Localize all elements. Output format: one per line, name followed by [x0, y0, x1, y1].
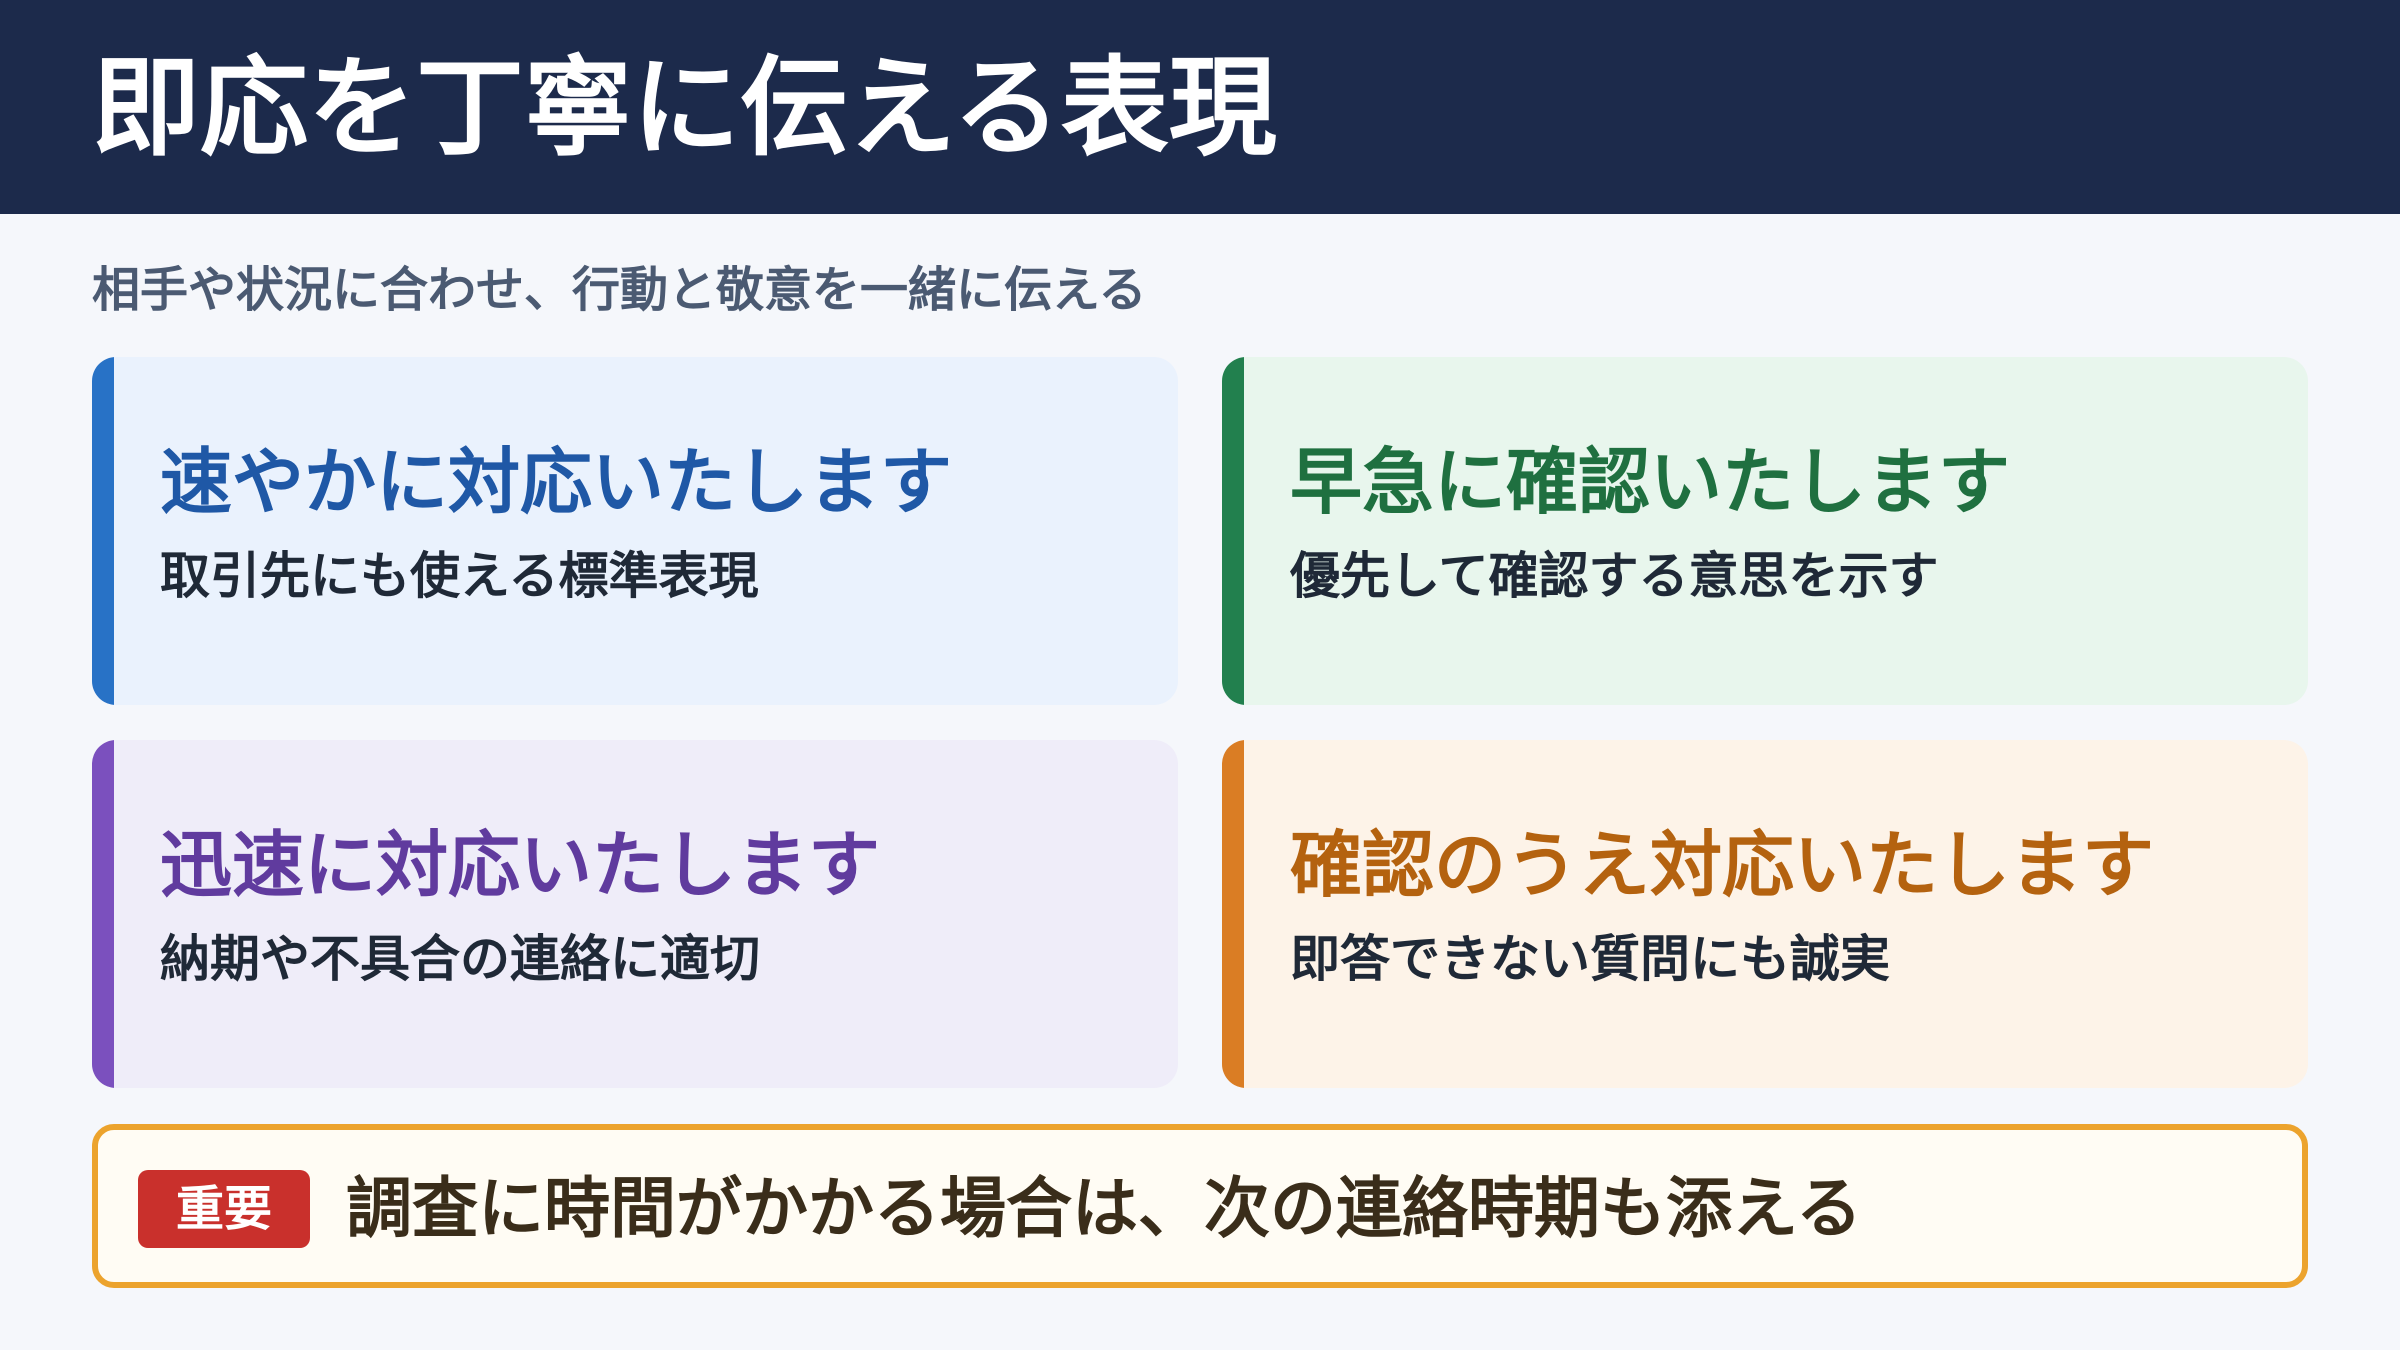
- card-accent-bar: [1222, 740, 1244, 1088]
- card-accent-bar: [92, 740, 114, 1088]
- important-badge: 重要: [138, 1170, 310, 1248]
- title-banner: 即応を丁寧に伝える表現: [0, 0, 2400, 214]
- card-accent-bar: [1222, 357, 1244, 705]
- card-description: 納期や不具合の連絡に適切: [160, 930, 760, 988]
- card-title: 確認のうえ対応いたします: [1290, 823, 2155, 907]
- card-description: 優先して確認する意思を示す: [1290, 547, 1939, 605]
- page-title: 即応を丁寧に伝える表現: [92, 46, 1277, 171]
- card-accent-bar: [92, 357, 114, 705]
- page-subtitle: 相手や状況に合わせ、行動と敬意を一緒に伝える: [92, 262, 1147, 318]
- notice-text: 調査に時間がかかる場合は、次の連絡時期も添える: [346, 1170, 1863, 1247]
- expression-card-3: 迅速に対応いたします 納期や不具合の連絡に適切: [92, 740, 1178, 1088]
- card-description: 即答できない質問にも誠実: [1290, 930, 1890, 988]
- card-title: 速やかに対応いたします: [160, 440, 953, 524]
- expression-card-1: 速やかに対応いたします 取引先にも使える標準表現: [92, 357, 1178, 705]
- expression-card-2: 早急に確認いたします 優先して確認する意思を示す: [1222, 357, 2308, 705]
- card-title: 早急に確認いたします: [1290, 440, 2011, 524]
- important-notice: 重要 調査に時間がかかる場合は、次の連絡時期も添える: [92, 1124, 2308, 1288]
- card-description: 取引先にも使える標準表現: [160, 547, 759, 605]
- card-title: 迅速に対応いたします: [160, 823, 881, 907]
- expression-card-4: 確認のうえ対応いたします 即答できない質問にも誠実: [1222, 740, 2308, 1088]
